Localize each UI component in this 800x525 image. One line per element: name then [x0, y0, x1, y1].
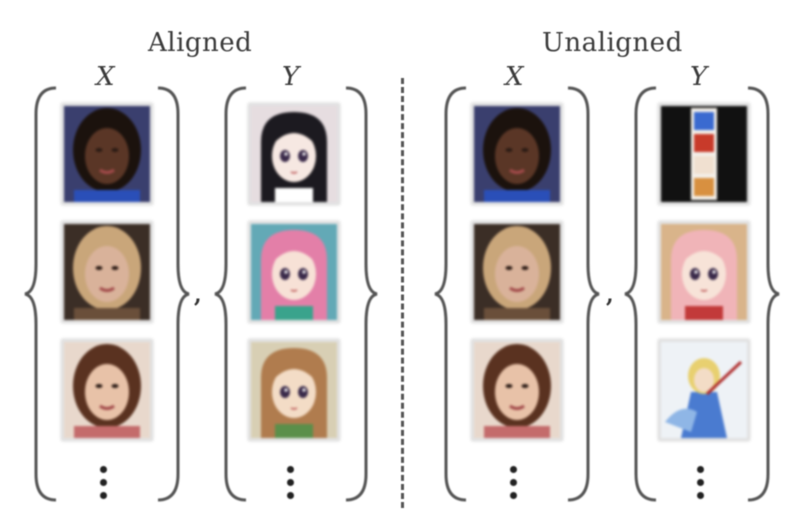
anime-figure-icon: [661, 342, 747, 438]
aligned-x-right-brace: [157, 86, 190, 502]
unaligned-x-left-brace: [434, 86, 467, 502]
aligned-x-more-icon: [98, 466, 108, 505]
unaligned-y-label: Y: [690, 62, 708, 92]
unaligned-x-photo-3: [471, 339, 563, 441]
aligned-y-anime-3: [248, 339, 340, 441]
anime-face-icon: [251, 224, 337, 320]
unaligned-y-more-icon: [695, 466, 705, 505]
aligned-title: Aligned: [148, 28, 253, 58]
anime-face-icon: [661, 224, 747, 320]
unaligned-x-photo-2: [471, 221, 563, 323]
portrait-photo-icon: [474, 224, 560, 320]
aligned-y-more-icon: [285, 466, 295, 505]
unaligned-y-anime-1: [658, 103, 750, 205]
unaligned-title: Unaligned: [542, 28, 683, 58]
unaligned-y-left-brace: [624, 86, 657, 502]
unaligned-y-right-brace: [747, 86, 780, 502]
portrait-photo-icon: [474, 342, 560, 438]
aligned-y-anime-2: [248, 221, 340, 323]
unaligned-x-photo-1: [471, 103, 563, 205]
unaligned-x-right-brace: [567, 86, 600, 502]
anime-face-icon: [251, 106, 337, 202]
aligned-x-left-brace: [24, 86, 57, 502]
aligned-y-right-brace: [345, 86, 378, 502]
comic-strip-icon: [661, 106, 747, 202]
unaligned-x-label: X: [505, 62, 524, 92]
unaligned-y-anime-2: [658, 221, 750, 323]
section-divider: [401, 78, 404, 508]
aligned-x-label: X: [96, 62, 115, 92]
aligned-x-photo-3: [61, 339, 153, 441]
unaligned-separator: ,: [606, 282, 614, 308]
aligned-y-left-brace: [214, 86, 247, 502]
aligned-y-label: Y: [282, 62, 300, 92]
anime-face-icon: [251, 342, 337, 438]
aligned-x-photo-1: [61, 103, 153, 205]
portrait-photo-icon: [64, 224, 150, 320]
aligned-y-anime-1: [248, 103, 340, 205]
unaligned-x-more-icon: [508, 466, 518, 505]
aligned-separator: ,: [194, 282, 202, 308]
portrait-photo-icon: [474, 106, 560, 202]
portrait-photo-icon: [64, 106, 150, 202]
unaligned-y-anime-3: [658, 339, 750, 441]
aligned-x-photo-2: [61, 221, 153, 323]
portrait-photo-icon: [64, 342, 150, 438]
